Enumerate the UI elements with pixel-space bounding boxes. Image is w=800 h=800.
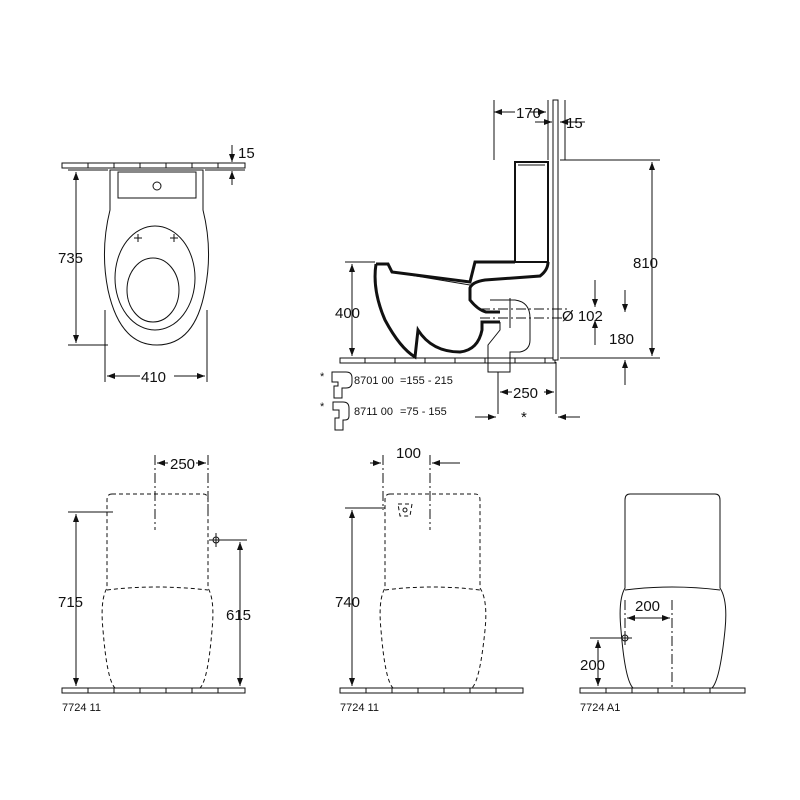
dim-pipe-height: 180 <box>609 331 634 348</box>
dim-horizontal: 200 <box>635 598 660 615</box>
svg-text:8701 00: 8701 00 <box>354 375 394 387</box>
dim-pipe-diameter: Ø 102 <box>562 308 603 325</box>
wall-floor-strip <box>61 162 246 169</box>
dim-width: 410 <box>141 369 166 386</box>
bowl-section <box>373 260 550 360</box>
svg-text:715: 715 <box>58 594 83 611</box>
legend-item: * 8711 00 =75 - 155 <box>320 401 447 431</box>
dim-left: 740 <box>335 594 360 611</box>
front-view-3: 200 200 7724 A1 <box>579 493 746 714</box>
dim-top: 250 <box>170 456 195 473</box>
pipe-bend-icon <box>332 401 350 431</box>
dim-total-height: 810 <box>633 255 658 272</box>
dim-height: 735 <box>58 250 83 267</box>
model-code: 7724 11 <box>340 702 379 714</box>
svg-text:*: * <box>320 371 325 383</box>
water-inlet-symbol <box>209 533 223 547</box>
asterisk-note: * <box>521 409 527 426</box>
dim-vertical: 200 <box>580 657 605 674</box>
water-inlet-symbol <box>618 631 632 645</box>
dim-wall-gap: 15 <box>566 115 583 132</box>
pipe-bend-icon <box>331 371 353 399</box>
dim-right: 615 <box>226 607 251 624</box>
dim-outlet-distance: 250 <box>513 385 538 402</box>
model-code: 7724 A1 <box>580 702 620 714</box>
toilet-outline <box>103 169 210 346</box>
model-code: 7724 11 <box>62 702 101 714</box>
front-view-2: 100 740 7724 11 <box>335 445 524 714</box>
dim-seat-height: 400 <box>335 305 360 322</box>
dim-tank-depth: 170 <box>516 105 541 122</box>
svg-text:*: * <box>320 401 325 413</box>
top-view: 735 410 15 <box>58 145 255 386</box>
front-view-1: 250 715 250 615 7724 11 <box>58 455 251 714</box>
dim-offset: 15 <box>238 145 255 162</box>
svg-text:=75 - 155: =75 - 155 <box>400 406 447 418</box>
legend-item: * 8701 00 =155 - 215 <box>320 371 453 399</box>
svg-text:8711 00: 8711 00 <box>354 406 393 418</box>
dim-top: 100 <box>396 445 421 462</box>
side-view: 400 170 15 810 Ø 102 180 250 * * 8701 00… <box>320 99 660 431</box>
svg-text:=155 - 215: =155 - 215 <box>400 375 453 387</box>
